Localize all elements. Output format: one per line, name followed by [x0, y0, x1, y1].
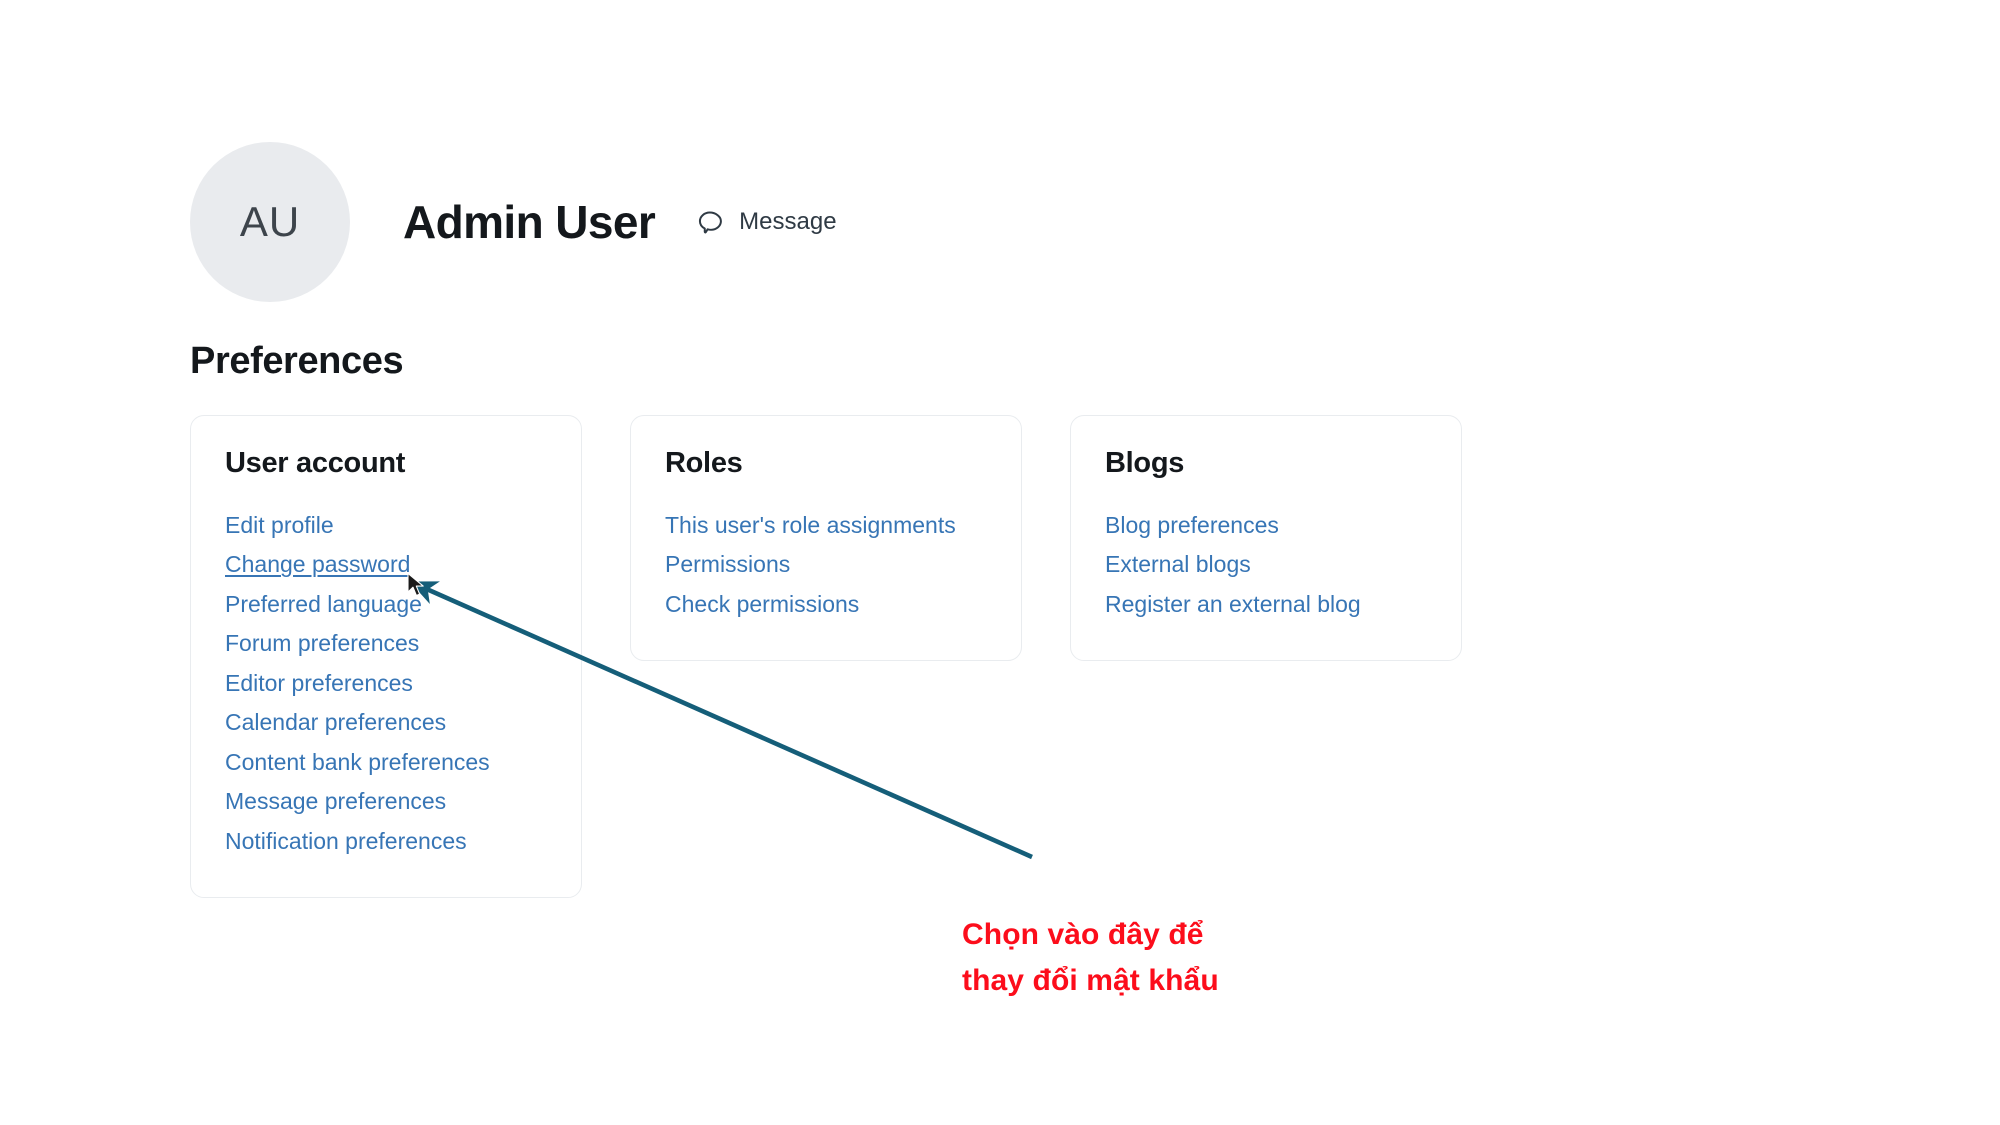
list-item: This user's role assignments: [665, 506, 987, 546]
avatar: AU: [190, 142, 350, 302]
list-item: Forum preferences: [225, 624, 547, 664]
user-name: Admin User: [403, 196, 656, 248]
link-editor-preferences[interactable]: Editor preferences: [225, 669, 413, 696]
link-message-preferences[interactable]: Message preferences: [225, 788, 447, 815]
link-blog-preferences[interactable]: Blog preferences: [1105, 511, 1279, 538]
speech-bubble-icon: [697, 208, 725, 236]
link-change-password[interactable]: Change password: [225, 551, 411, 578]
list-item: External blogs: [1105, 545, 1427, 585]
card-links-blogs: Blog preferences External blogs Register…: [1105, 506, 1427, 625]
list-item: Editor preferences: [225, 664, 547, 704]
list-item: Check permissions: [665, 585, 987, 625]
list-item: Preferred language: [225, 585, 547, 625]
link-register-external-blog[interactable]: Register an external blog: [1105, 590, 1361, 617]
message-label: Message: [739, 208, 837, 235]
list-item: Register an external blog: [1105, 585, 1427, 625]
list-item: Change password: [225, 545, 547, 585]
card-blogs: Blogs Blog preferences External blogs Re…: [1070, 415, 1462, 662]
link-calendar-preferences[interactable]: Calendar preferences: [225, 709, 447, 736]
list-item: Content bank preferences: [225, 743, 547, 783]
page-title: Preferences: [190, 340, 404, 382]
link-external-blogs[interactable]: External blogs: [1105, 551, 1251, 578]
link-forum-preferences[interactable]: Forum preferences: [225, 630, 420, 657]
user-header: AU Admin User Message: [190, 142, 837, 302]
link-edit-profile[interactable]: Edit profile: [225, 511, 334, 538]
list-item: Notification preferences: [225, 822, 547, 862]
preferences-card-grid: User account Edit profile Change passwor…: [190, 415, 1465, 899]
message-button[interactable]: Message: [697, 208, 837, 236]
link-permissions[interactable]: Permissions: [665, 551, 791, 578]
link-check-permissions[interactable]: Check permissions: [665, 590, 860, 617]
card-title-roles: Roles: [665, 447, 743, 479]
list-item: Message preferences: [225, 782, 547, 822]
link-preferred-language[interactable]: Preferred language: [225, 590, 422, 617]
link-role-assignments[interactable]: This user's role assignments: [665, 511, 956, 538]
list-item: Permissions: [665, 545, 987, 585]
card-title-user-account: User account: [225, 447, 406, 479]
card-links-roles: This user's role assignments Permissions…: [665, 506, 987, 625]
card-title-blogs: Blogs: [1105, 447, 1185, 479]
card-user-account: User account Edit profile Change passwor…: [190, 415, 582, 899]
link-content-bank-preferences[interactable]: Content bank preferences: [225, 748, 490, 775]
link-notification-preferences[interactable]: Notification preferences: [225, 827, 467, 854]
list-item: Calendar preferences: [225, 703, 547, 743]
avatar-initials: AU: [239, 198, 301, 245]
card-links-user-account: Edit profile Change password Preferred l…: [225, 506, 547, 862]
list-item: Blog preferences: [1105, 506, 1427, 546]
list-item: Edit profile: [225, 506, 547, 546]
annotation-caption: Chọn vào đây để thay đổi mật khẩu: [962, 918, 1219, 997]
card-roles: Roles This user's role assignments Permi…: [630, 415, 1022, 662]
